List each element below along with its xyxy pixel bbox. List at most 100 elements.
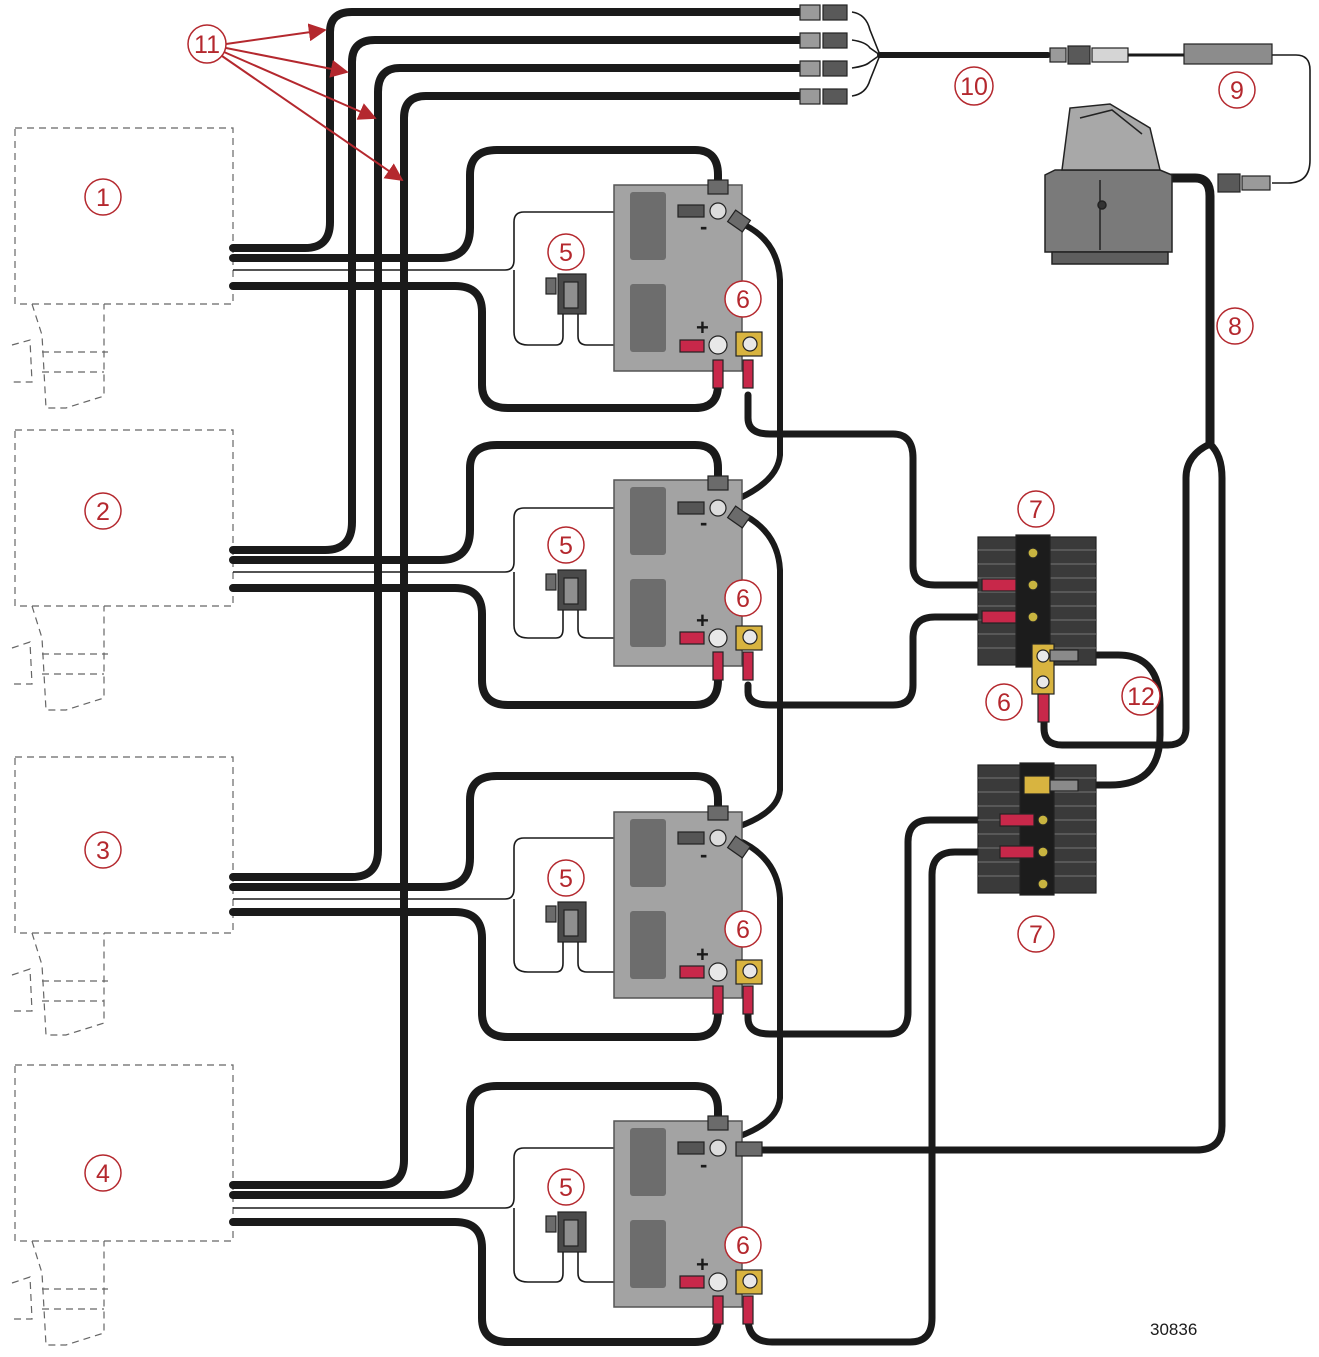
- power-loop-4a: [229, 1082, 722, 1199]
- sensor-wire-4: [233, 1147, 700, 1283]
- svg-text:8: 8: [1228, 313, 1242, 341]
- sensor-1: [545, 273, 587, 315]
- engines: [11, 127, 234, 1346]
- data-cable-1: [229, 8, 804, 252]
- sensor-3: [545, 901, 587, 943]
- engine-2-outline: [11, 429, 234, 711]
- positive-sign-4: +: [696, 1252, 709, 1277]
- data-cable-3: [229, 64, 804, 881]
- callout-10: 10: [954, 66, 994, 106]
- connector-pair-4: [799, 88, 848, 105]
- svg-text:7: 7: [1029, 921, 1043, 949]
- helm-module-body: [1044, 169, 1173, 253]
- relays: [977, 534, 1097, 896]
- power-loop-1a: [229, 146, 722, 262]
- helm-connector: [1217, 173, 1271, 193]
- negative-chain-1-2: [735, 219, 783, 501]
- callout-12: 12: [1121, 676, 1161, 716]
- reference-number: 30836: [1150, 1320, 1197, 1339]
- connector-pair-2: [799, 32, 848, 49]
- svg-text:6: 6: [997, 689, 1011, 717]
- callout-5-a: 5: [547, 233, 585, 271]
- connectors: [799, 4, 1273, 193]
- helm-module: [1044, 103, 1173, 265]
- svg-text:5: 5: [559, 1174, 573, 1202]
- svg-text:10: 10: [960, 73, 988, 101]
- svg-text:1: 1: [96, 184, 110, 212]
- harness-branch-right: [756, 440, 1226, 1154]
- negative-chain-3-4: [735, 837, 783, 1139]
- data-cable-4: [229, 92, 804, 1189]
- callout-6-a: 6: [724, 280, 762, 318]
- callout-5-d: 5: [547, 1168, 585, 1206]
- terminal-signs: - + - + - + - +: [696, 214, 709, 1277]
- positive-run-4: [744, 848, 1004, 1346]
- callout-5-b: 5: [547, 526, 585, 564]
- sensor-wire-1: [233, 211, 700, 346]
- sensor-4: [545, 1211, 587, 1253]
- connector-pair-1: [799, 4, 848, 21]
- callout-11-arrows: [221, 23, 404, 182]
- jumper-cable: [1060, 651, 1164, 789]
- callouts: 1 2 3 4 5 5 5 5 6 6 6 6 6 7 7 8 9 10 11 …: [84, 24, 1256, 1264]
- svg-text:5: 5: [559, 239, 573, 267]
- power-loop-3b: [229, 908, 722, 1041]
- svg-text:9: 9: [1230, 77, 1244, 105]
- negative-sign-3: -: [700, 842, 707, 867]
- svg-text:11: 11: [194, 31, 220, 59]
- callout-2: 2: [84, 492, 122, 530]
- svg-text:5: 5: [559, 865, 573, 893]
- terminal-set-2: [677, 475, 763, 681]
- svg-text:6: 6: [736, 286, 750, 314]
- callout-3: 3: [84, 831, 122, 869]
- terminals: [677, 179, 763, 1325]
- callout-6-b: 6: [724, 579, 762, 617]
- power-loop-1b: [229, 282, 722, 412]
- svg-text:6: 6: [736, 1232, 750, 1260]
- cables: [229, 8, 1226, 1346]
- callout-8: 8: [1216, 307, 1254, 345]
- splitter-connector: [1049, 43, 1273, 65]
- callout-5-c: 5: [547, 859, 585, 897]
- data-cable-2: [229, 36, 804, 554]
- sensor-wires: [233, 11, 1311, 1283]
- terminal-set-3: [677, 805, 763, 1015]
- power-loop-2a: [229, 441, 722, 564]
- callout-7-b: 7: [1017, 915, 1055, 953]
- svg-text:6: 6: [736, 585, 750, 613]
- callout-1: 1: [84, 178, 122, 216]
- extension-wire: [1272, 54, 1311, 184]
- svg-text:6: 6: [736, 916, 750, 944]
- callout-6-e: 6: [985, 683, 1023, 721]
- svg-text:2: 2: [96, 498, 110, 526]
- callout-4: 4: [84, 1154, 122, 1192]
- svg-text:12: 12: [1127, 683, 1155, 711]
- svg-text:3: 3: [96, 837, 110, 865]
- positive-run-3: [744, 816, 1004, 1038]
- positive-run-1: [744, 391, 984, 589]
- callout-7-a: 7: [1017, 490, 1055, 528]
- arrow-11-c: [223, 51, 377, 120]
- terminal-set-4: [677, 1115, 763, 1325]
- splitter-fanout: [851, 11, 881, 97]
- svg-text:7: 7: [1029, 496, 1043, 524]
- positive-run-2: [744, 613, 984, 709]
- terminal-set-1: [677, 179, 763, 389]
- engine-3-outline: [11, 756, 234, 1036]
- positive-sign-3: +: [696, 942, 709, 967]
- power-loop-3a: [229, 772, 722, 891]
- sensor-2: [545, 569, 587, 611]
- arrow-11-b: [225, 47, 349, 78]
- power-loop-4b: [229, 1218, 722, 1346]
- relay-upper: [977, 534, 1097, 723]
- negative-sign-1: -: [700, 214, 707, 239]
- negative-sign-4: -: [700, 1152, 707, 1177]
- relay-lower: [977, 762, 1097, 896]
- positive-sign-2: +: [696, 608, 709, 633]
- callout-6-c: 6: [724, 910, 762, 948]
- sensor-wire-2: [233, 507, 700, 639]
- harness-trunk: [1157, 173, 1215, 449]
- callout-9: 9: [1218, 71, 1256, 109]
